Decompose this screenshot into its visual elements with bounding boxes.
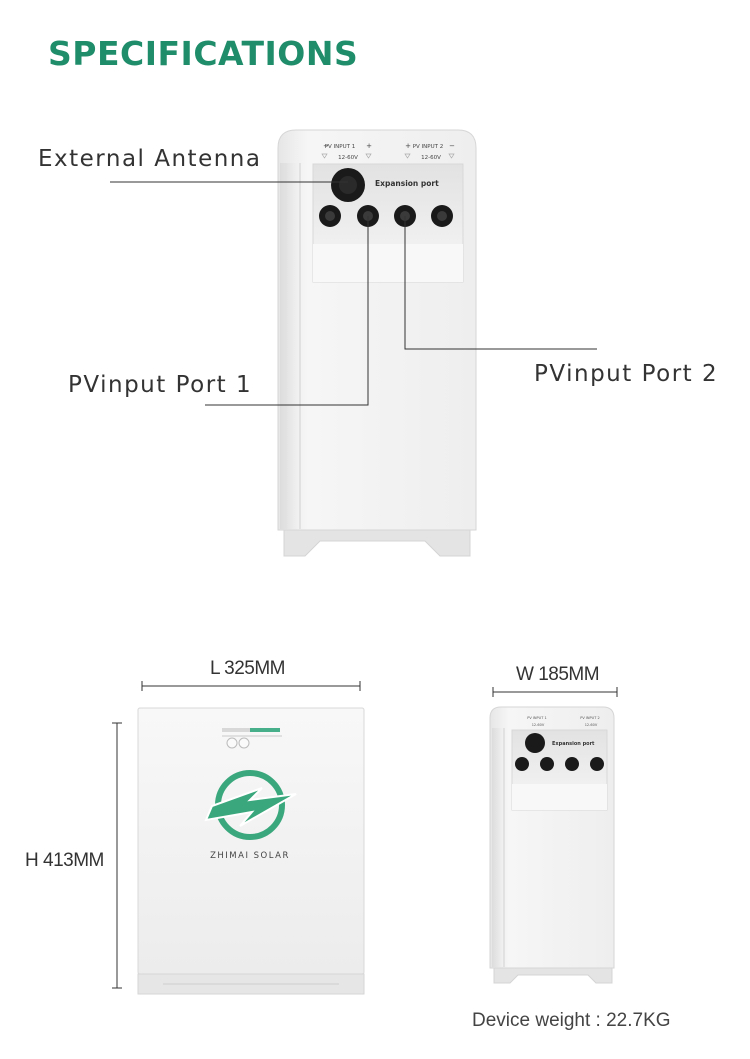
minus-sign-1: −	[323, 142, 329, 150]
device-side-view-small	[489, 687, 618, 984]
callout-lines	[110, 181, 597, 406]
pv-input-2-label-small: PV INPUT 2	[580, 716, 599, 720]
voltage-2-label-small: 12-60V	[585, 723, 598, 727]
device-front-view	[112, 681, 365, 995]
dimension-height: H 413MM	[25, 850, 104, 871]
plus-sign-2: +	[405, 142, 411, 150]
callout-external-antenna: External Antenna	[38, 146, 262, 172]
callout-pv-port-2: PVinput Port 2	[534, 361, 719, 387]
voltage-1-label: 12-60V	[338, 155, 358, 161]
minus-sign-2: −	[449, 142, 455, 150]
expansion-port-label-small: Expansion port	[552, 741, 595, 747]
expansion-port-label: Expansion port	[375, 179, 439, 188]
pv-input-2-label: PV INPUT 2	[413, 144, 444, 150]
device-weight: Device weight : 22.7KG	[472, 1010, 671, 1031]
voltage-2-label: 12-60V	[421, 155, 441, 161]
voltage-1-label-small: 12-60V	[532, 723, 545, 727]
callout-pv-port-1: PVinput Port 1	[68, 372, 253, 398]
brand-name: ZHIMAI SOLAR	[210, 851, 290, 861]
plus-sign-1: +	[366, 142, 372, 150]
dimension-width: W 185MM	[516, 664, 600, 685]
dimension-length: L 325MM	[210, 658, 286, 679]
page-title: SPECIFICATIONS	[48, 34, 359, 73]
pv-input-1-label-small: PV INPUT 1	[527, 716, 546, 720]
device-side-view-large	[277, 129, 477, 557]
pv-input-1-label: PV INPUT 1	[325, 144, 356, 150]
